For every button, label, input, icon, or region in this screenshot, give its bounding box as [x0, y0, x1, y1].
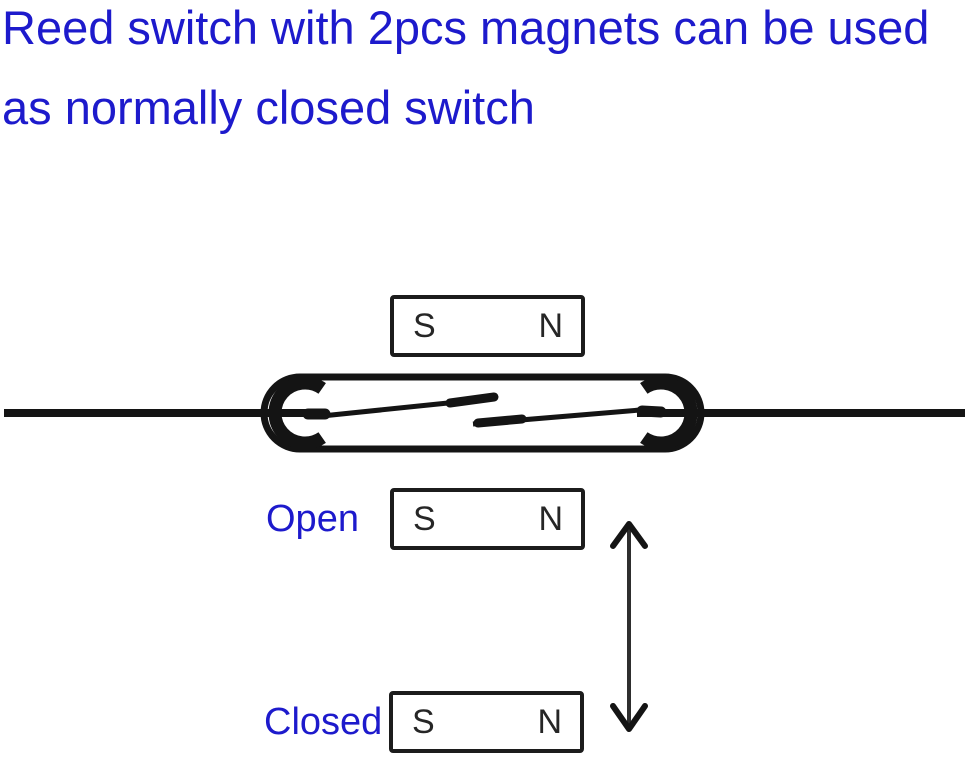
- magnet-bar-top: S N: [390, 295, 585, 357]
- right-glass-seal: [640, 376, 698, 450]
- south-pole-label: S: [413, 500, 436, 538]
- magnet-bar-closed: S N: [389, 691, 584, 753]
- motion-arrow-down-head: [610, 703, 648, 732]
- caption-line-1: Reed switch with 2pcs magnets can be use…: [2, 1, 930, 54]
- south-pole-label: S: [412, 703, 435, 741]
- north-pole-label: N: [538, 307, 563, 345]
- north-pole-label: N: [538, 500, 563, 538]
- left-glass-seal: [268, 376, 326, 450]
- left-reed-blade-tip: [445, 392, 499, 408]
- right-lead-stub: [636, 405, 667, 418]
- closed-state-label: Closed: [264, 701, 383, 743]
- motion-arrow-up-head: [610, 521, 648, 549]
- magnet-bar-open: S N: [390, 488, 585, 550]
- north-pole-label: N: [537, 703, 562, 741]
- south-pole-label: S: [413, 307, 436, 345]
- open-state-label: Open: [266, 498, 359, 540]
- caption-line-2: as normally closed switch: [2, 81, 535, 134]
- right-reed-blade-tip: [473, 414, 527, 428]
